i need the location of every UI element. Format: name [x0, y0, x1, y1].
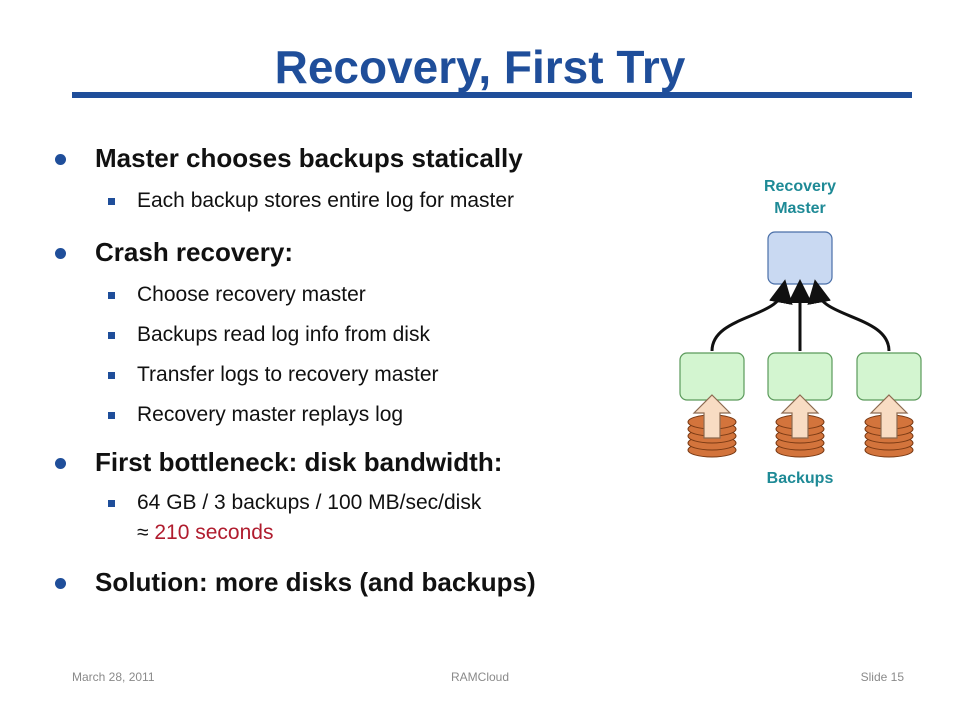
bullet-dot-icon [55, 458, 66, 469]
footer-slide-number: Slide 15 [860, 670, 904, 684]
square-bullet-icon [108, 198, 115, 205]
backup-2 [767, 352, 833, 458]
highlight-result: 210 seconds [154, 521, 274, 544]
label-line: Recovery [763, 178, 837, 195]
title-underline [72, 92, 912, 98]
bullet: Crash recovery: [55, 234, 655, 270]
sub-bullet-text: Each backup stores entire log for master [137, 189, 515, 212]
sub-bullet: Recovery master replays log [55, 400, 655, 430]
bullet-list: Master chooses backups statically Each b… [55, 140, 655, 600]
backup-1 [679, 352, 745, 458]
sub-bullet-text: Recovery master replays log [137, 403, 404, 426]
bullet-group-3: First bottleneck: disk bandwidth: 64 GB … [55, 444, 655, 548]
bullet-dot-icon [55, 578, 66, 589]
sub-bullet: Transfer logs to recovery master [55, 360, 655, 390]
bullet: Solution: more disks (and backups) [55, 564, 655, 600]
sub-bullet: 64 GB / 3 backups / 100 MB/sec/disk [55, 488, 655, 518]
bullet: First bottleneck: disk bandwidth: [55, 444, 655, 480]
square-bullet-icon [108, 292, 115, 299]
footer-title: RAMCloud [450, 670, 510, 684]
transfer-arrow-left [710, 279, 793, 352]
bullet-group-4: Solution: more disks (and backups) [55, 564, 655, 600]
bullet-text: Master chooses backups statically [95, 143, 523, 173]
bullet-text: First bottleneck: disk bandwidth: [95, 447, 503, 477]
bullet-text: Solution: more disks (and backups) [95, 567, 536, 597]
square-bullet-icon [108, 500, 115, 507]
sub-bullet-text: 64 GB / 3 backups / 100 MB/sec/disk [137, 491, 482, 514]
backup-box [679, 352, 745, 401]
approx-symbol: ≈ [137, 521, 155, 544]
bullet-group-2: Crash recovery: Choose recovery master B… [55, 234, 655, 430]
square-bullet-icon [108, 412, 115, 419]
upload-arrow-icon [869, 394, 909, 439]
recovery-master-label: Recovery Master [730, 176, 870, 220]
bullet-dot-icon [55, 154, 66, 165]
recovery-diagram: Recovery Master [660, 168, 950, 498]
slide-title: Recovery, First Try [274, 41, 686, 93]
sub-bullet-text: Transfer logs to recovery master [137, 363, 439, 386]
upload-arrow-icon [780, 394, 820, 439]
upload-arrow-icon [692, 394, 732, 439]
bullet-dot-icon [55, 248, 66, 259]
backup-3 [856, 352, 922, 458]
backup-box [767, 352, 833, 401]
sub-bullet: Choose recovery master [55, 280, 655, 310]
bullet-text: Crash recovery: [95, 237, 293, 267]
sub-bullet: Backups read log info from disk [55, 320, 655, 350]
sub-bullet: Each backup stores entire log for master [55, 186, 655, 216]
sub-bullet-text: Choose recovery master [137, 283, 366, 306]
recovery-master-box [767, 231, 833, 285]
backups-label: Backups [766, 470, 834, 487]
footer-date: March 28, 2011 [72, 670, 155, 684]
label-line: Master [774, 200, 826, 217]
sub-bullet-continuation: ≈ 210 seconds [55, 518, 655, 548]
backup-box [856, 352, 922, 401]
sub-bullet-text: Backups read log info from disk [137, 323, 430, 346]
bullet: Master chooses backups statically [55, 140, 655, 176]
transfer-arrow-right [807, 279, 891, 352]
square-bullet-icon [108, 372, 115, 379]
square-bullet-icon [108, 332, 115, 339]
bullet-group-1: Master chooses backups statically Each b… [55, 140, 655, 216]
diagram-graphic [679, 231, 922, 458]
